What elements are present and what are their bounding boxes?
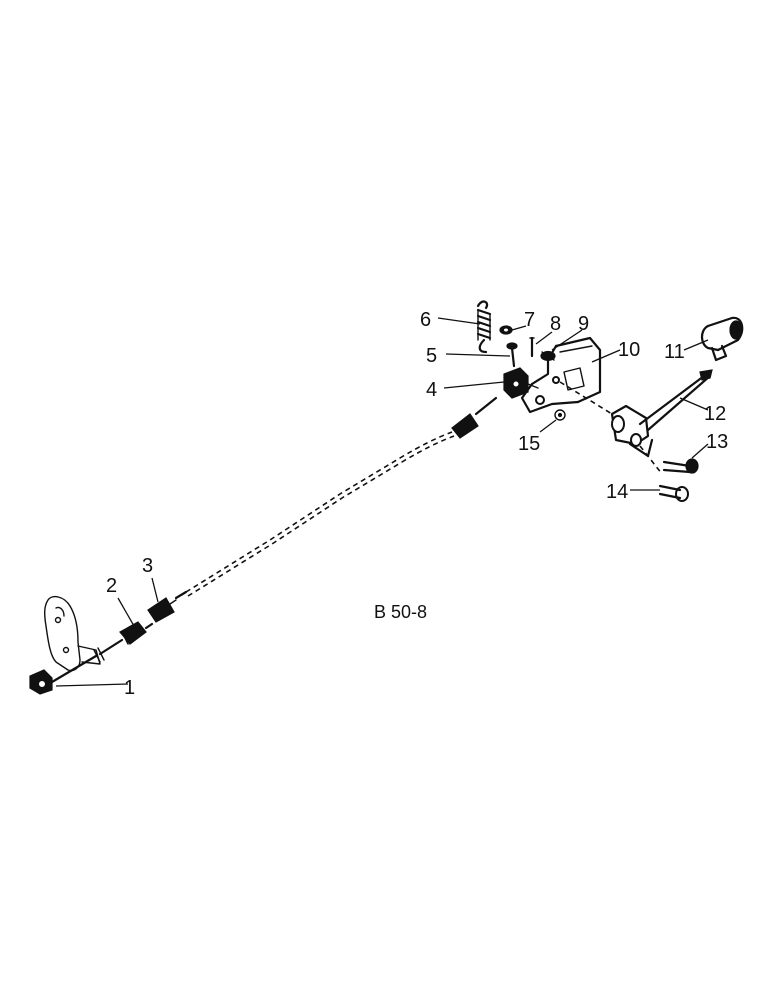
swivel-block [503, 367, 539, 399]
callout-3: 3 [142, 555, 153, 577]
pedal-lever [610, 369, 713, 475]
callout-4: 4 [426, 379, 437, 401]
bolt [506, 342, 518, 368]
callout-11: 11 [664, 341, 685, 363]
pedal-pad [700, 316, 744, 362]
control-cable [98, 396, 498, 656]
return-spring [476, 300, 492, 354]
cable-end-clevis [29, 647, 105, 695]
callout-leaders [55, 317, 709, 687]
callout-13: 13 [706, 431, 728, 453]
callout-labels: 1 2 3 4 5 6 7 8 9 10 11 12 13 14 15 [106, 309, 728, 699]
nut [554, 409, 566, 421]
cotter-pin [529, 336, 535, 358]
callout-14: 14 [606, 481, 628, 503]
pedal-bracket [520, 336, 613, 415]
callout-9: 9 [578, 313, 589, 335]
diagram-caption: B 50-8 [374, 602, 427, 622]
pivot-pin [658, 484, 689, 502]
callout-1: 1 [124, 677, 135, 699]
callout-10: 10 [618, 339, 640, 361]
callout-15: 15 [518, 433, 540, 455]
washer [499, 325, 513, 335]
callout-12: 12 [704, 403, 726, 425]
callout-6: 6 [420, 309, 431, 331]
callout-5: 5 [426, 345, 437, 367]
callout-7: 7 [524, 309, 535, 331]
callout-2: 2 [106, 575, 117, 597]
clevis-pin [662, 458, 699, 474]
callout-8: 8 [550, 313, 561, 335]
